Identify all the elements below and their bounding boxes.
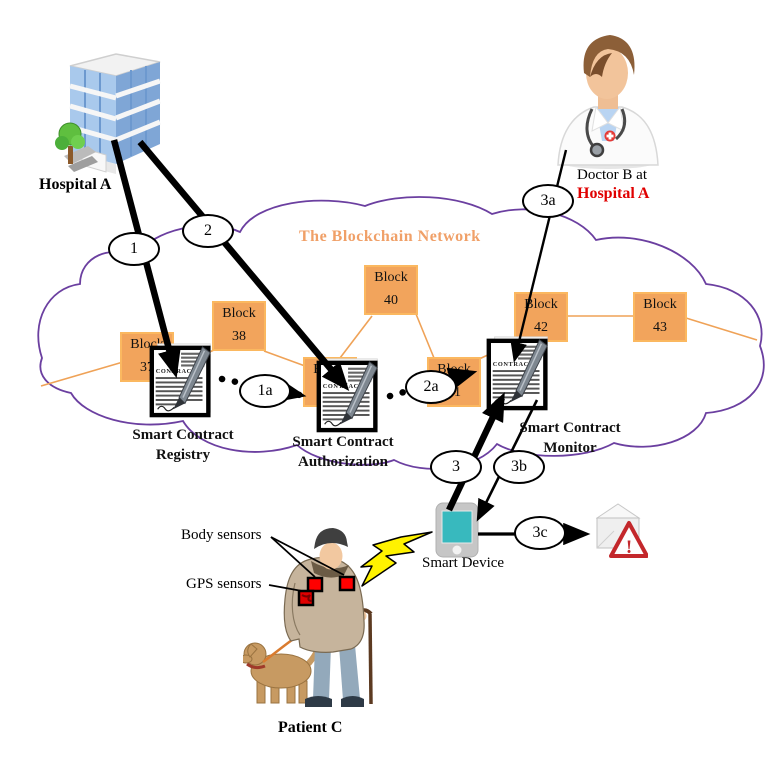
flow-step-3b-label: 3b	[511, 458, 527, 475]
link-block40-block41	[415, 313, 435, 359]
monitor-label-line1: Smart Contract	[519, 420, 621, 436]
body-sensor-right	[338, 575, 356, 592]
block-40-label: Block	[374, 270, 408, 285]
building-ramp-lower	[68, 156, 98, 172]
warning-exclamation: !	[626, 537, 632, 558]
body-sensors-label: Body sensors	[181, 527, 262, 543]
authorization-label-line1: Smart Contract	[292, 434, 394, 450]
doctor-lapel-right	[607, 105, 625, 132]
device-screen	[441, 510, 473, 544]
device-home-button	[452, 545, 462, 555]
block-40: Block 40	[364, 265, 418, 315]
doctor-hair	[583, 35, 635, 77]
doctor-icon	[557, 35, 659, 169]
flow-step-2: 2	[182, 214, 234, 248]
flow-step-1: 1	[108, 232, 160, 266]
gps-sensor-pattern	[301, 594, 313, 602]
patient-shoe-left	[305, 696, 332, 707]
registry-label: Smart Contract Registry	[106, 425, 260, 465]
network-title: The Blockchain Network	[299, 228, 481, 245]
gps-sensor	[297, 589, 315, 607]
warning-triangle-icon: !	[609, 521, 648, 558]
flow-step-3c: 3c	[514, 516, 566, 550]
flow-step-2a-label: 2a	[423, 378, 439, 395]
authorization-label: Smart Contract Authorization	[266, 432, 420, 472]
block-40-number: 40	[384, 293, 398, 308]
smart-contract-monitor-icon: CONTRACT	[486, 336, 548, 411]
body-sensor-left	[306, 576, 324, 593]
monitor-label: Smart Contract Monitor	[494, 418, 646, 458]
doctor-face	[586, 47, 628, 99]
block-43-number: 43	[653, 320, 667, 335]
doctor-label-line2: Hospital A	[577, 185, 650, 202]
flow-step-3a-label: 3a	[540, 192, 556, 209]
patient-icon	[243, 528, 373, 707]
doctor-hair-fringe	[590, 53, 612, 77]
flow-step-1a: 1a	[239, 374, 291, 408]
smart-device-icon	[435, 502, 479, 558]
flow-step-2a: 2a	[405, 370, 457, 404]
link-cloudedge-block37	[40, 361, 124, 387]
flow-step-3a: 3a	[522, 184, 574, 218]
cane-shaft	[368, 613, 373, 705]
doctor-label-line1: Doctor B at	[577, 167, 647, 183]
hospital-label: Hospital A	[39, 176, 112, 193]
guide-dog-icon	[243, 638, 321, 704]
link-block39-block40	[339, 315, 373, 359]
authorization-label-line2: Authorization	[298, 454, 388, 470]
patient-face	[319, 542, 343, 570]
dog-collar	[246, 662, 266, 670]
patient-shoe-right	[341, 696, 364, 707]
flow-step-3: 3	[430, 450, 482, 484]
flow-step-3c-label: 3c	[532, 524, 548, 541]
link-block43-cloudedge	[685, 317, 758, 341]
flow-step-3-label: 3	[452, 458, 460, 475]
patient-label: Patient C	[278, 719, 343, 736]
patient-leg-left	[313, 645, 331, 700]
block-38-label: Block	[222, 306, 256, 321]
smart-device-label: Smart Device	[422, 555, 505, 571]
registry-label-line1: Smart Contract	[132, 427, 234, 443]
building-floor-bands	[69, 78, 161, 143]
registry-label-line2: Registry	[155, 447, 211, 463]
smart-contract-registry-icon: CONTRACT	[149, 343, 211, 418]
doctor-red-cross-badge	[604, 130, 616, 142]
block-42-number: 42	[534, 320, 548, 335]
block-38: Block 38	[212, 301, 266, 351]
flow-step-1-label: 1	[130, 240, 138, 257]
flow-step-2-label: 2	[204, 222, 212, 239]
building-right-face	[116, 62, 160, 164]
hospital-building-icon	[55, 53, 161, 174]
tree-trunk	[68, 146, 73, 164]
monitor-label-line2: Monitor	[543, 440, 597, 456]
block-42-label: Block	[524, 297, 558, 312]
flow-step-1a-label: 1a	[257, 382, 273, 399]
tree-foliage	[55, 122, 85, 150]
doctor-stethoscope	[585, 108, 627, 158]
block-43: Block 43	[633, 292, 687, 342]
smart-contract-authorization-icon: CONTRACT	[316, 358, 378, 433]
doctor-lapel-left	[591, 105, 609, 132]
block-43-label: Block	[643, 297, 677, 312]
gps-sensors-label: GPS sensors	[186, 576, 262, 592]
alert-envelope-icon: !	[596, 503, 648, 558]
envelope-flap	[596, 503, 641, 519]
block-38-number: 38	[232, 329, 246, 344]
patient-leg-right	[339, 645, 360, 700]
